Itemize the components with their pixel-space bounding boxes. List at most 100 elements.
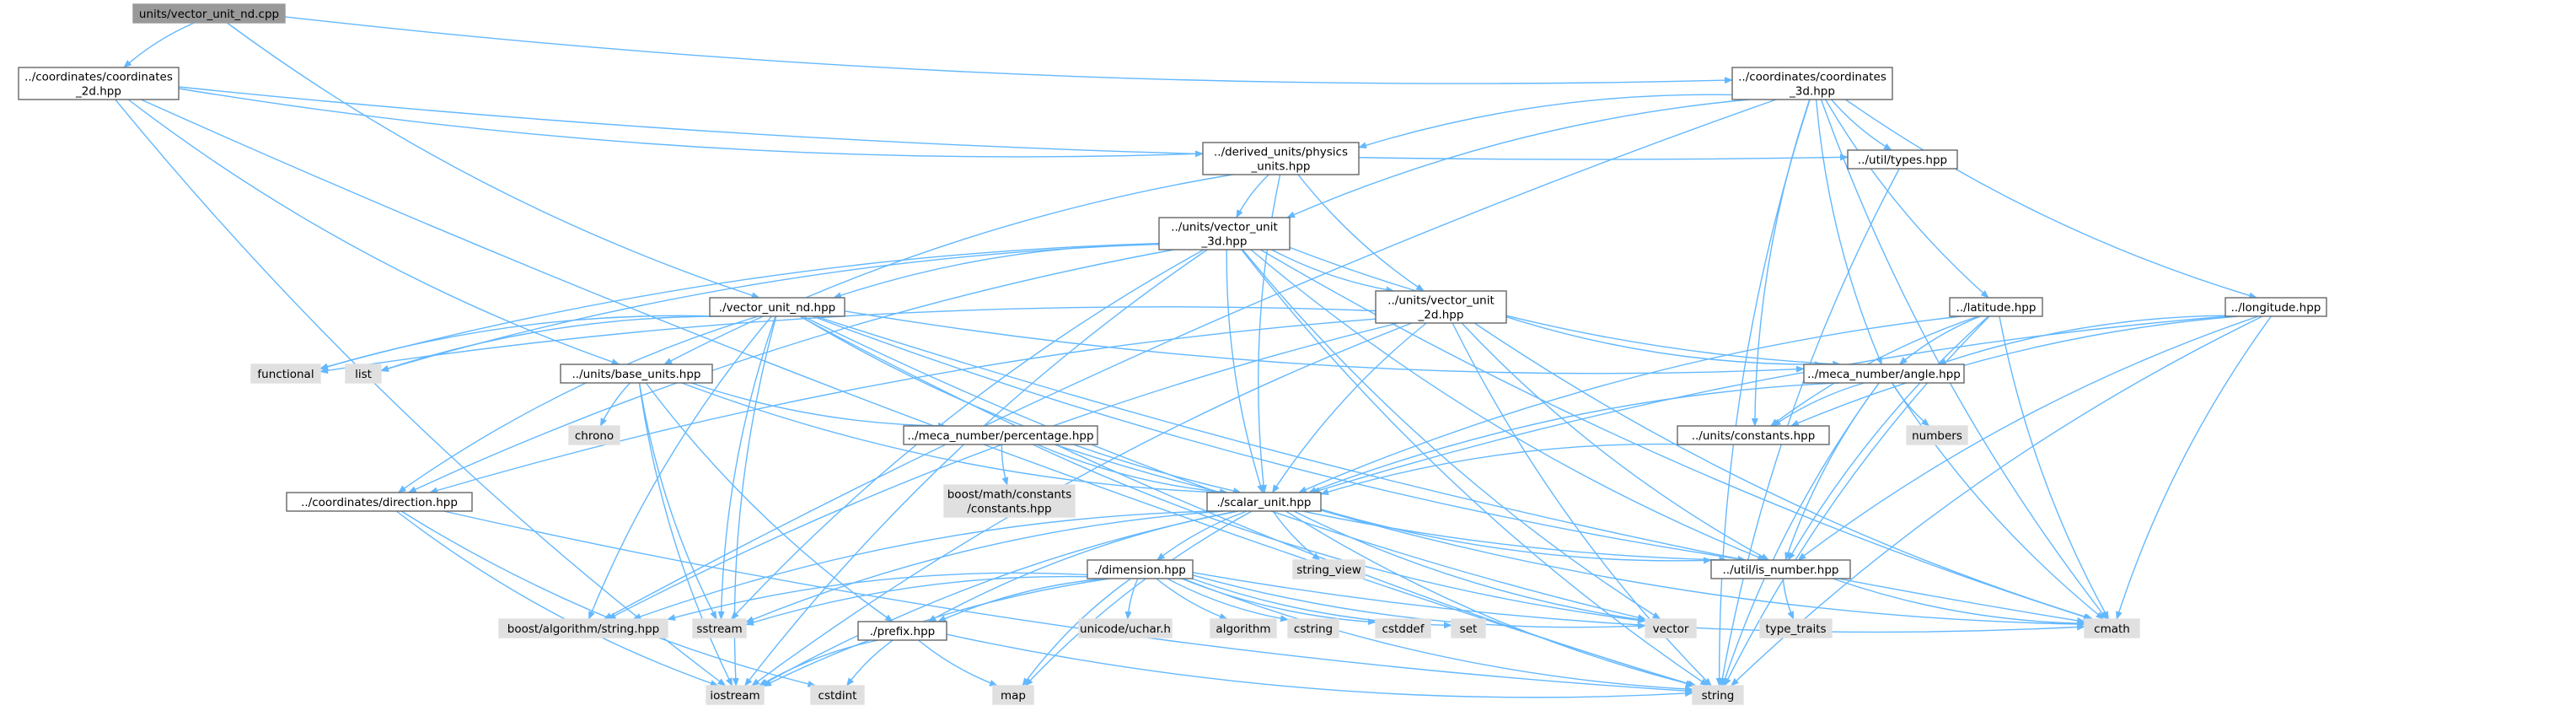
node-label-latitude: ../latitude.hpp bbox=[1956, 301, 2037, 315]
node-box-root bbox=[132, 3, 286, 24]
edge-longitude-to-angle bbox=[1937, 315, 2226, 365]
node-label-constants: ../units/constants.hpp bbox=[1692, 429, 1816, 443]
node-longitude[interactable]: ../longitude.hpp bbox=[2224, 297, 2327, 317]
node-label-coord3d: _3d.hpp bbox=[1789, 85, 1835, 99]
edge-coord3d-to-physics bbox=[1358, 94, 1733, 149]
edge-prefix-to-cstdint bbox=[846, 639, 894, 687]
node-isnumber[interactable]: ../util/is_number.hpp bbox=[1710, 559, 1851, 579]
edge-vecnd-to-scalar bbox=[800, 315, 1242, 494]
node-box-boostconst bbox=[943, 484, 1076, 518]
node-vecnd[interactable]: ./vector_unit_nd.hpp bbox=[709, 297, 845, 317]
edge-prefix-to-iostream bbox=[758, 639, 878, 687]
node-percentage[interactable]: ../meca_number/percentage.hpp bbox=[903, 425, 1098, 445]
node-layer: units/vector_unit_nd.cpp ../coordinates/c… bbox=[18, 3, 2327, 705]
edge-vec2d-to-functional bbox=[319, 306, 1377, 374]
edge-vec2d-to-boostalgo bbox=[607, 322, 1398, 620]
node-physics[interactable]: ../derived_units/physics_units.hpp bbox=[1202, 142, 1360, 175]
node-label-stringview: string_view bbox=[1296, 563, 1361, 577]
edge-vecnd-to-string bbox=[799, 315, 1697, 687]
node-set: set bbox=[1451, 618, 1486, 638]
node-box-sstream bbox=[692, 618, 747, 638]
node-label-angle: ../meca_number/angle.hpp bbox=[1807, 368, 1961, 381]
node-label-list: list bbox=[355, 368, 372, 381]
node-label-vec2d: ../units/vector_unit bbox=[1387, 294, 1495, 308]
edge-latitude-to-cmath bbox=[1999, 315, 2110, 620]
edge-scalar-to-dimension bbox=[1156, 510, 1248, 561]
node-box-isnumber bbox=[1710, 559, 1851, 579]
edge-prefix-to-map bbox=[918, 639, 998, 687]
node-box-iostream bbox=[706, 685, 765, 705]
edge-latitude-to-angle bbox=[1898, 315, 1981, 365]
node-dimension[interactable]: ./dimension.hpp bbox=[1087, 559, 1194, 579]
edge-physics-to-scalar bbox=[1258, 174, 1281, 493]
node-constants[interactable]: ../units/constants.hpp bbox=[1677, 425, 1830, 445]
node-box-percentage bbox=[903, 425, 1098, 445]
edge-vecnd-to-boostalgo bbox=[588, 315, 772, 620]
node-box-chrono bbox=[568, 425, 620, 445]
edge-vec2d-to-isnumber bbox=[1461, 322, 1770, 561]
edge-dimension-to-vector bbox=[1192, 574, 1646, 630]
node-box-vec3d bbox=[1158, 217, 1291, 250]
edge-dimension-to-prefix bbox=[937, 578, 1105, 622]
edge-coord3d-to-vec3d bbox=[1286, 99, 1750, 218]
node-box-scalar bbox=[1206, 492, 1322, 512]
edge-coord3d-to-angle bbox=[1816, 99, 1882, 365]
node-types[interactable]: ../util/types.hpp bbox=[1847, 149, 1958, 170]
node-label-coord2d: ../coordinates/coordinates bbox=[24, 71, 173, 84]
edge-longitude-to-scalar bbox=[1311, 315, 2228, 494]
node-label-longitude: ../longitude.hpp bbox=[2231, 301, 2321, 315]
edge-constants-to-scalar bbox=[1320, 443, 1686, 496]
node-baseunits[interactable]: ../units/base_units.hpp bbox=[560, 364, 713, 384]
node-box-latitude bbox=[1949, 297, 2043, 317]
edge-latitude-to-scalar bbox=[1297, 315, 1962, 493]
edge-dimension-to-sstream bbox=[745, 575, 1088, 626]
edge-vec2d-to-direction bbox=[429, 318, 1377, 494]
node-latitude[interactable]: ../latitude.hpp bbox=[1949, 297, 2043, 317]
node-typetraits: type_traits bbox=[1759, 618, 1833, 638]
edge-longitude-to-cmath bbox=[2116, 315, 2272, 620]
edge-percentage-to-scalar bbox=[1037, 444, 1228, 496]
edge-coord3d-to-longitude bbox=[1845, 99, 2258, 299]
node-vec2d[interactable]: ../units/vector_unit_2d.hpp bbox=[1375, 290, 1507, 324]
node-box-numbers bbox=[1906, 425, 1968, 445]
node-box-prefix bbox=[857, 621, 947, 641]
node-label-boostalgo: boost/algorithm/string.hpp bbox=[507, 622, 659, 636]
node-box-longitude bbox=[2224, 297, 2327, 317]
node-box-string bbox=[1692, 685, 1744, 705]
edge-scalar-to-sstream bbox=[745, 510, 1225, 623]
node-label-vec2d: _2d.hpp bbox=[1418, 309, 1464, 322]
node-label-isnumber: ../util/is_number.hpp bbox=[1723, 563, 1839, 577]
node-label-cstdint: cstdint bbox=[818, 689, 857, 703]
node-label-direction: ../coordinates/direction.hpp bbox=[301, 496, 458, 509]
edge-vecnd-to-cmath bbox=[815, 315, 2085, 624]
node-label-set: set bbox=[1460, 622, 1478, 636]
node-angle[interactable]: ../meca_number/angle.hpp bbox=[1803, 364, 1965, 384]
edge-baseunits-to-prefix bbox=[645, 382, 894, 622]
node-box-constants bbox=[1677, 425, 1830, 445]
node-label-scalar: ./scalar_unit.hpp bbox=[1216, 496, 1311, 509]
edge-vec3d-to-scalar bbox=[1226, 249, 1264, 493]
node-label-vector: vector bbox=[1653, 622, 1689, 636]
node-box-set bbox=[1451, 618, 1486, 638]
edge-physics-to-vec3d bbox=[1236, 174, 1269, 218]
edge-vec3d-to-iostream bbox=[744, 249, 1208, 687]
node-boostconst: boost/math/constants/constants.hpp bbox=[943, 484, 1076, 518]
edge-vec3d-to-angle bbox=[1289, 246, 1842, 368]
node-box-physics bbox=[1202, 142, 1360, 175]
edge-percentage-to-vector bbox=[1032, 444, 1646, 624]
node-prefix[interactable]: ./prefix.hpp bbox=[857, 621, 947, 641]
node-label-vec3d: ../units/vector_unit bbox=[1171, 221, 1278, 234]
node-box-functional bbox=[250, 364, 321, 384]
edge-coord3d-to-cmath bbox=[1820, 99, 2108, 620]
node-root[interactable]: units/vector_unit_nd.cpp bbox=[132, 3, 286, 24]
node-stringview: string_view bbox=[1292, 559, 1366, 579]
node-scalar[interactable]: ./scalar_unit.hpp bbox=[1206, 492, 1322, 512]
node-coord3d[interactable]: ../coordinates/coordinates_3d.hpp bbox=[1731, 67, 1893, 100]
node-boostalgo: boost/algorithm/string.hpp bbox=[498, 618, 668, 638]
node-coord2d[interactable]: ../coordinates/coordinates_2d.hpp bbox=[18, 67, 180, 100]
node-vec3d[interactable]: ../units/vector_unit_3d.hpp bbox=[1158, 217, 1291, 250]
edge-longitude-to-isnumber bbox=[1797, 315, 2259, 561]
edge-types-to-string bbox=[1719, 168, 1900, 687]
node-direction[interactable]: ../coordinates/direction.hpp bbox=[286, 492, 473, 512]
